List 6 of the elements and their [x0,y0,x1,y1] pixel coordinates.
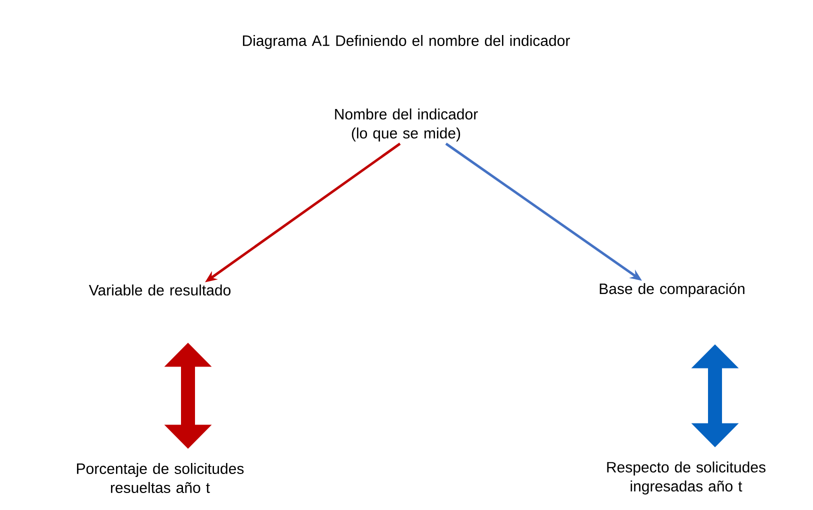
title: Diagrama A1 Definiendo el nombre del indicador [242,35,570,49]
node-label: Porcentaje de solicitudes resueltas año t [77,462,244,493]
node-label: Respecto de solicitudes ingresadas año t [607,462,766,494]
node-label: Nombre del indicador (lo que se mide) [335,108,478,142]
node-label: Variable de resultado [88,284,230,296]
node-label: Base de comparación [600,282,744,298]
